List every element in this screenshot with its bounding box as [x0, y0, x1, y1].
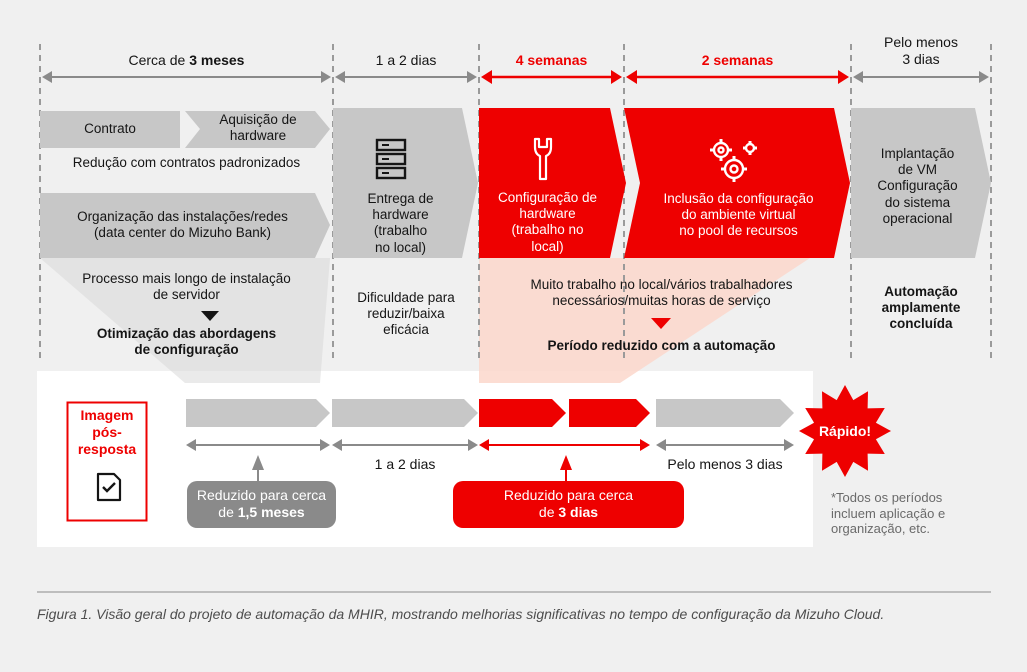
- muito-note: Muito trabalho no local/vários trabalhad…: [530, 277, 793, 309]
- entrega-box: [333, 108, 478, 258]
- checklist-icon: [96, 472, 122, 502]
- down-arrow-red: [651, 318, 671, 329]
- burst-shape: [799, 385, 891, 477]
- organizacao-box: [40, 193, 330, 258]
- inclusao-box: [624, 108, 850, 258]
- down-arrow-gray: [201, 311, 219, 321]
- after-d1-label: 1 a 2 dias: [374, 456, 436, 472]
- figure-caption: Figura 1. Visão geral do projeto de auto…: [37, 606, 885, 622]
- phase4-label: 2 semanas: [701, 52, 774, 68]
- pill-red-bg: [453, 481, 684, 528]
- after-timeline: [186, 439, 794, 481]
- wrench-icon: [533, 137, 553, 181]
- gray-funnel: [40, 258, 330, 383]
- periodo-note: Período reduzido com a automação: [547, 338, 776, 353]
- contrato-box: [40, 111, 180, 148]
- phase2-label: 1 a 2 dias: [375, 52, 437, 68]
- gears-icon: [710, 139, 757, 182]
- after-d2-label: Pelo menos 3 dias: [667, 456, 783, 472]
- phase3-label: 4 semanas: [515, 52, 588, 68]
- phase1-label: Cerca de 3 meses: [128, 52, 245, 68]
- contrato-label: Contrato: [84, 121, 136, 136]
- implantacao-box: [851, 108, 991, 258]
- timeline-arrows: [42, 70, 989, 84]
- after-bars: [186, 399, 794, 427]
- server-icon: [375, 138, 407, 180]
- reduction-funnel: [479, 258, 810, 383]
- pill-gray-bg: [187, 481, 336, 528]
- reducao-label: Redução com contratos padronizados: [72, 155, 301, 170]
- config-hw-box: [479, 108, 626, 258]
- aquisicao-box: [185, 111, 330, 148]
- burst-label: Rápido!: [818, 423, 872, 439]
- organizacao-label: Organização das instalações/redes(data c…: [77, 209, 288, 241]
